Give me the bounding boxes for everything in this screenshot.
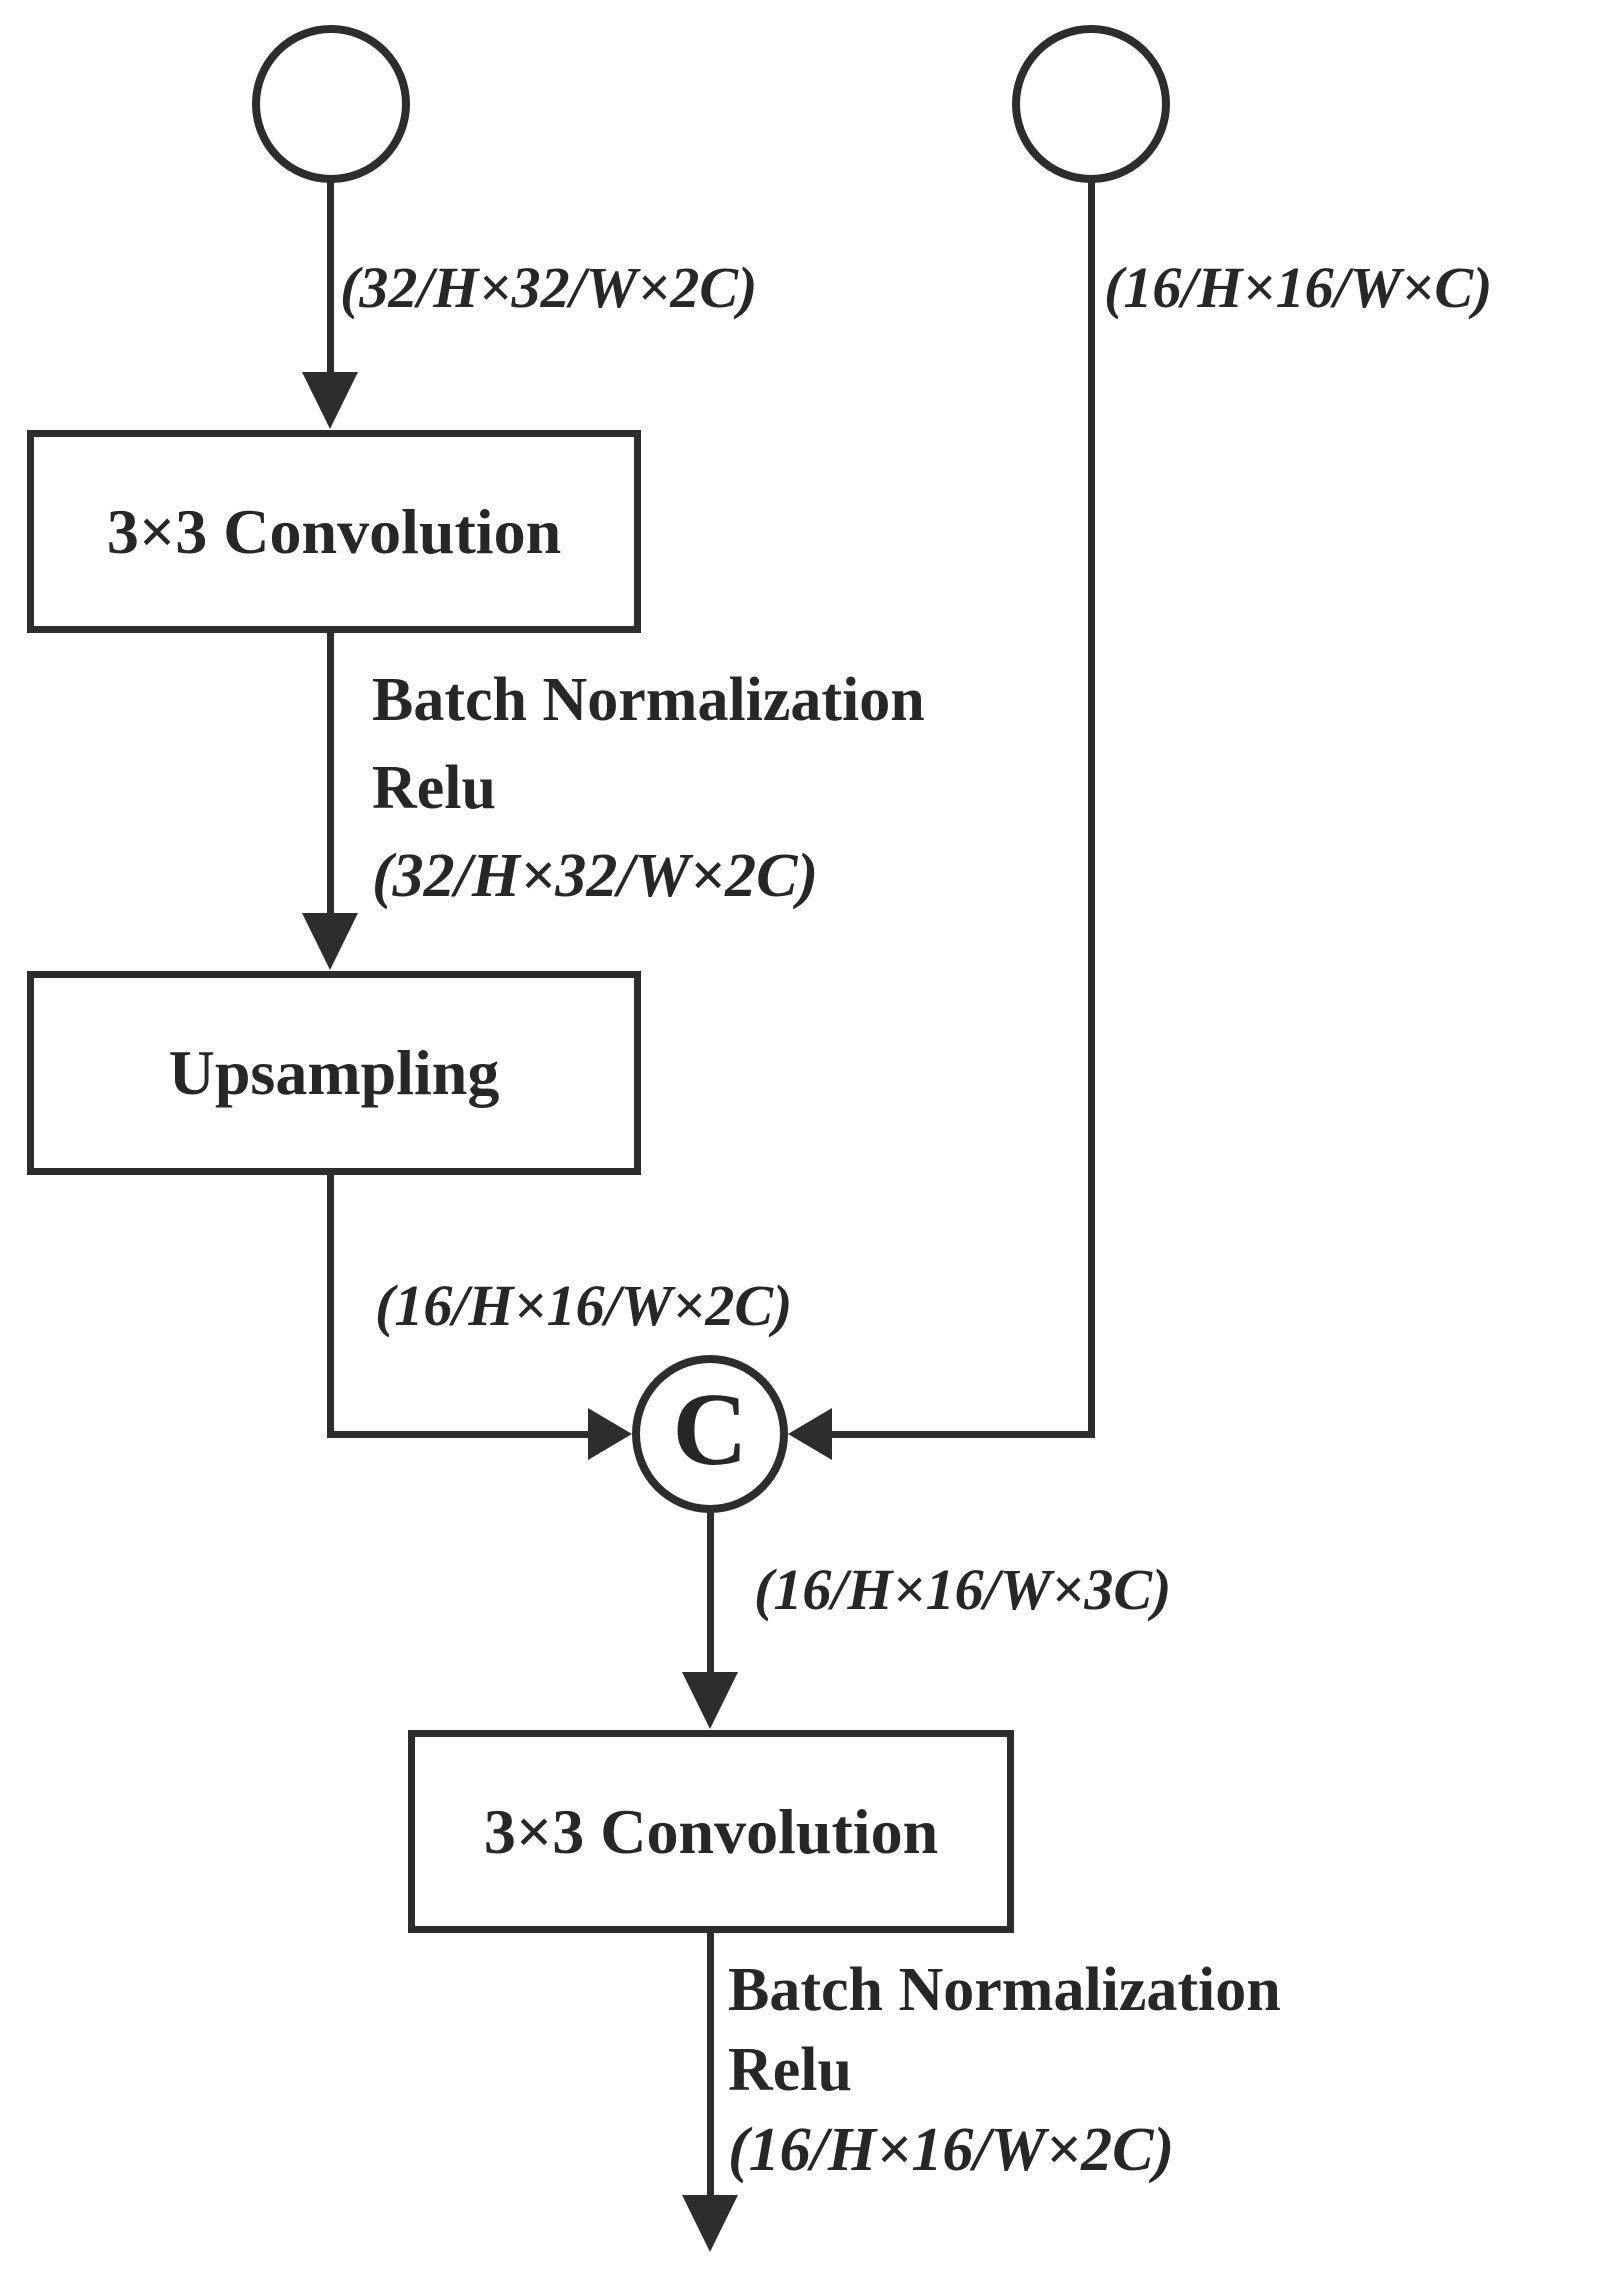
arrowhead-into-conv2 xyxy=(682,1672,738,1729)
annotation-bottom: Batch Normalization Relu (16/H×16/W×2C) xyxy=(728,1950,1281,2190)
label-upsample-out-dim: (16/H×16/W×2C) xyxy=(375,1273,793,1338)
label-top-right-dim: (16/H×16/W×C) xyxy=(1104,255,1493,320)
annotation-mid: Batch Normalization Relu (32/H×32/W×2C) xyxy=(372,656,925,920)
label-top-left-dim: (32/H×32/W×2C) xyxy=(340,255,758,320)
edge-upsampling-down xyxy=(327,1175,334,1438)
conv2-box-label: 3×3 Convolution xyxy=(483,1795,939,1867)
annotation-bottom-dim: (16/H×16/W×2C) xyxy=(728,2116,1175,2184)
annotation-mid-relu: Relu xyxy=(372,754,496,822)
edge-right-input-to-concat xyxy=(830,1431,1094,1438)
conv2-box: 3×3 Convolution xyxy=(408,1730,1014,1933)
label-concat-out-dim: (16/H×16/W×3C) xyxy=(754,1557,1172,1622)
arrowhead-into-concat-left xyxy=(588,1408,632,1460)
edge-upsampling-to-concat xyxy=(327,1431,592,1438)
edge-concat-to-conv2 xyxy=(707,1505,714,1677)
concat-node: C xyxy=(632,1355,788,1513)
annotation-bottom-relu: Relu xyxy=(728,2036,852,2104)
input-node-left xyxy=(252,25,410,183)
edge-conv1-to-upsampling xyxy=(327,633,334,917)
input-node-right xyxy=(1012,25,1170,183)
edge-left-input-to-conv1 xyxy=(327,180,334,376)
arrowhead-into-concat-right xyxy=(788,1408,832,1460)
concat-node-label: C xyxy=(672,1372,748,1487)
edge-conv2-output xyxy=(707,1933,714,2197)
arrowhead-into-upsampling xyxy=(302,913,358,970)
edge-right-input-down xyxy=(1088,180,1095,1438)
conv1-box-label: 3×3 Convolution xyxy=(106,495,562,567)
annotation-mid-bn: Batch Normalization xyxy=(372,666,925,734)
arrowhead-output xyxy=(682,2195,738,2252)
upsampling-box: Upsampling xyxy=(27,971,641,1175)
upsampling-box-label: Upsampling xyxy=(168,1037,500,1108)
arrowhead-into-conv1 xyxy=(302,372,358,429)
annotation-bottom-bn: Batch Normalization xyxy=(728,1956,1281,2024)
conv1-box: 3×3 Convolution xyxy=(27,430,641,633)
annotation-mid-dim: (32/H×32/W×2C) xyxy=(372,842,819,910)
